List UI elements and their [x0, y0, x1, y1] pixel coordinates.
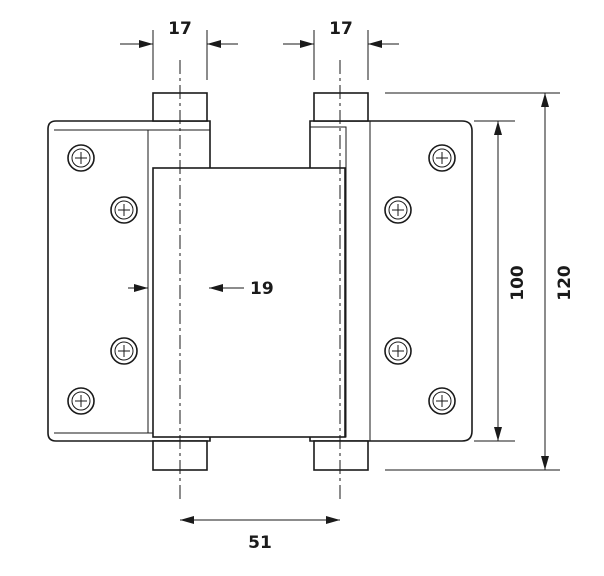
- dimension-label: 17: [168, 19, 192, 39]
- dimension-leaf-offset: 19: [128, 279, 274, 299]
- dimension-pin-spacing: 51: [180, 516, 340, 553]
- dimension-right-pin-width: 17: [283, 19, 399, 80]
- screw-hole: [110, 196, 138, 224]
- screw-hole: [428, 144, 456, 172]
- screw-hole: [384, 196, 412, 224]
- dimension-hole-spacing: 100: [474, 120, 528, 442]
- dimension-label: 51: [248, 533, 272, 553]
- dimension-label: 120: [555, 265, 575, 301]
- left-leaf: [47, 120, 211, 442]
- dimension-label: 17: [329, 19, 353, 39]
- right-knuckle: [313, 92, 369, 471]
- screw-hole: [67, 144, 95, 172]
- screw-holes: [67, 144, 456, 415]
- screw-hole: [384, 337, 412, 365]
- dimension-overall-height: 120: [385, 92, 575, 471]
- dimension-left-pin-width: 17: [120, 19, 238, 80]
- spring-body: [152, 167, 346, 438]
- screw-hole: [67, 387, 95, 415]
- screw-hole: [428, 387, 456, 415]
- screw-hole: [110, 337, 138, 365]
- dimension-label: 19: [250, 279, 274, 299]
- dimension-label: 100: [508, 265, 528, 301]
